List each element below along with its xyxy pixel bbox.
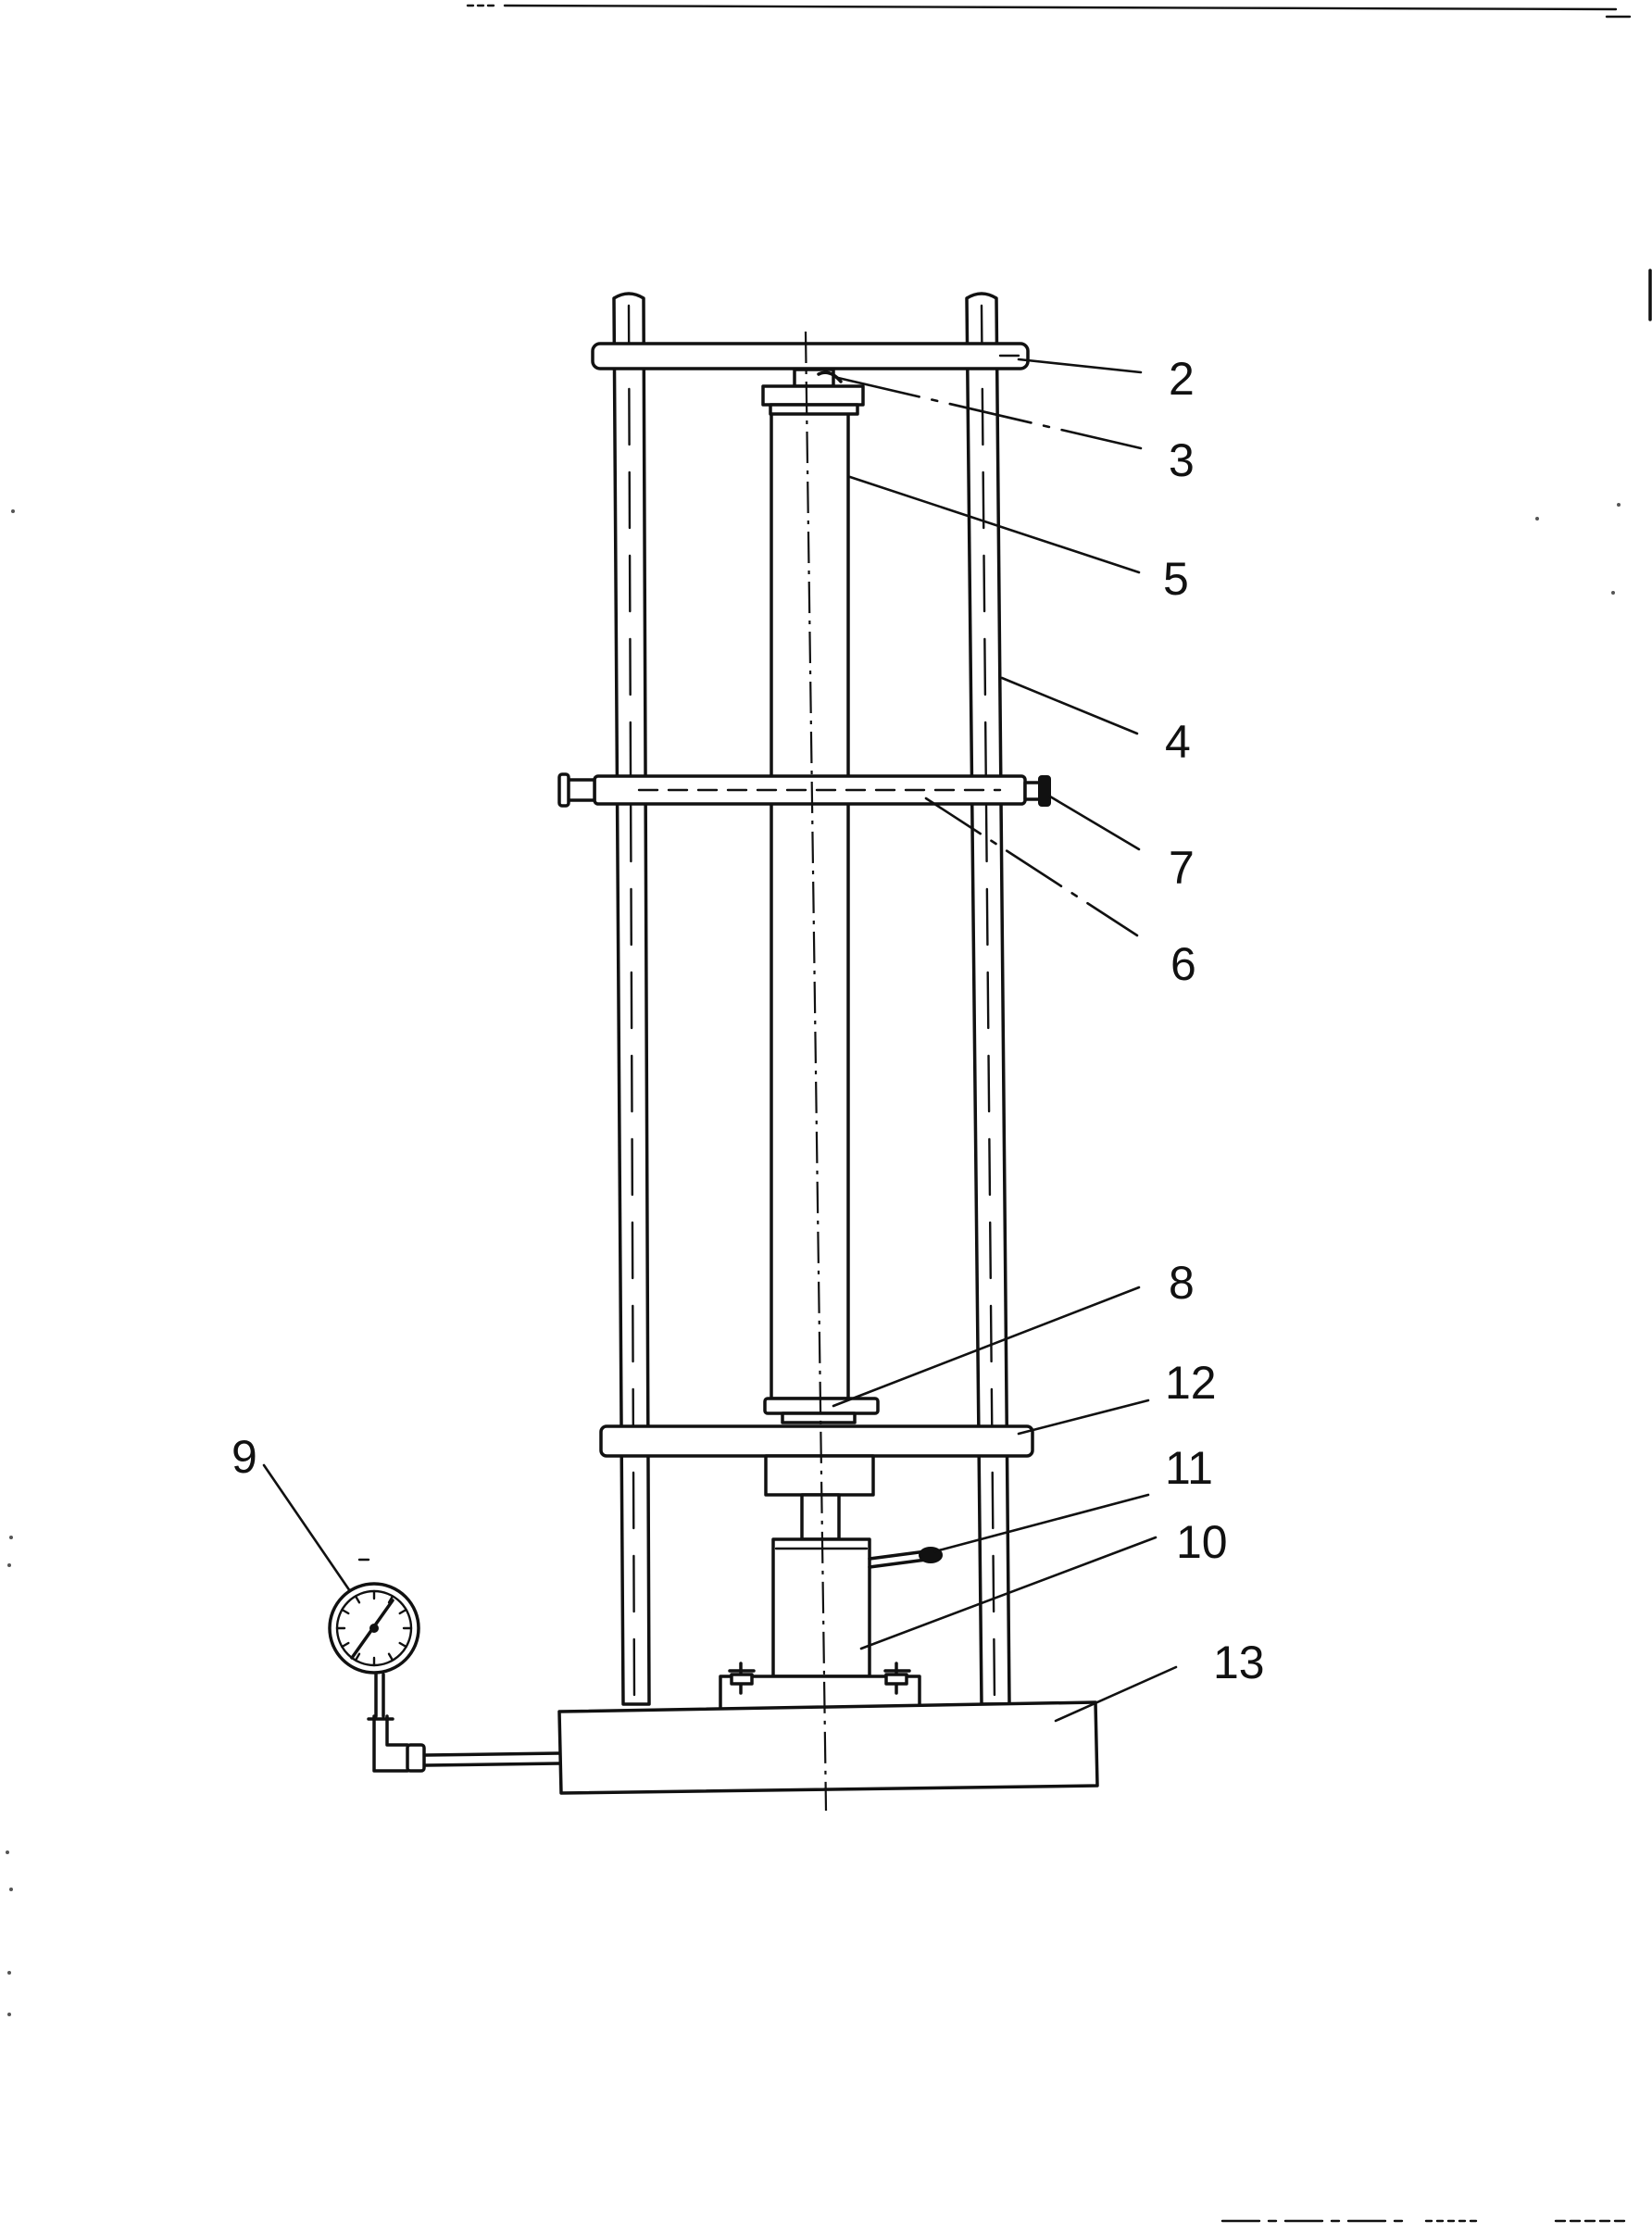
callout-11: 11 [1165, 1442, 1213, 1494]
leader-6 [924, 797, 1139, 937]
specimen-column [770, 408, 850, 1400]
gauge-tick [354, 1595, 361, 1604]
leader-9 [262, 1463, 352, 1593]
top-crossbeam [591, 342, 1030, 370]
top-cap [761, 368, 865, 416]
jack-handle [868, 1547, 943, 1569]
callout-6: 6 [1170, 938, 1196, 990]
jack-head [764, 1454, 875, 1541]
gauge-tick [387, 1652, 394, 1662]
leader-4 [1000, 676, 1139, 735]
leader-11 [933, 1493, 1150, 1553]
callout-8: 8 [1169, 1257, 1195, 1309]
leader-lines [262, 358, 1178, 1723]
leader-10 [859, 1536, 1158, 1650]
scan-border-top [466, 4, 1652, 2223]
leader-12 [1017, 1399, 1150, 1436]
callout-12: 12 [1165, 1357, 1217, 1409]
callout-10: 10 [1176, 1516, 1228, 1568]
gauge-tick [341, 1641, 350, 1649]
clamp-screw-left [557, 772, 596, 808]
callout-3: 3 [1169, 434, 1195, 486]
center-axis-line [804, 331, 828, 1812]
callout-7: 7 [1169, 842, 1195, 894]
callout-9: 9 [232, 1431, 257, 1483]
leader-2 [1017, 358, 1143, 374]
right-tie-rod [965, 292, 1011, 1706]
middle-clamp-beam [593, 774, 1027, 806]
oil-pipe [367, 1673, 561, 1773]
gauge-tick [341, 1608, 350, 1615]
leader-8 [832, 1286, 1141, 1408]
callout-5: 5 [1163, 553, 1189, 605]
callout-4: 4 [1165, 716, 1191, 768]
pressure-gauge [328, 1558, 420, 1675]
gauge-tick [354, 1652, 361, 1662]
leader-13 [1054, 1665, 1178, 1723]
scan-specks [6, 503, 1621, 2016]
gauge-tick [398, 1641, 407, 1649]
left-tie-rod [612, 292, 651, 1706]
gauge-tick [387, 1595, 394, 1604]
hydraulic-jack [771, 1537, 871, 1678]
clamp-screw-right [1023, 775, 1051, 807]
callouts: 2 3 5 4 7 6 8 12 11 10 13 9 [232, 353, 1265, 1688]
leader-7 [1048, 795, 1141, 851]
gauge-tick [398, 1608, 407, 1615]
callout-13: 13 [1213, 1637, 1265, 1688]
gauge-ticks [335, 1589, 413, 1667]
leader-3 [836, 376, 1143, 450]
base-tank [557, 1700, 1099, 1795]
lower-crossbeam [599, 1424, 1034, 1458]
callout-2: 2 [1169, 353, 1195, 405]
leader-5 [848, 475, 1141, 574]
